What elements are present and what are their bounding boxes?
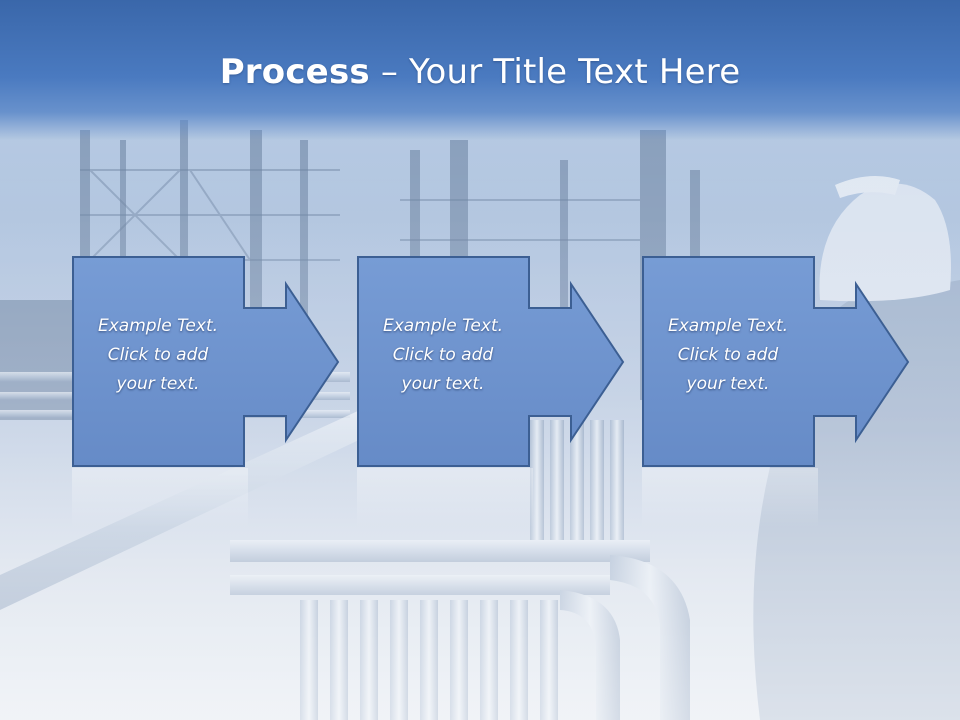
right-arrow-callout-icon bbox=[642, 256, 910, 467]
step-text-3[interactable]: Example Text. Click to add your text. bbox=[642, 312, 814, 399]
process-step-1[interactable]: Example Text. Click to add your text. bbox=[72, 256, 344, 468]
title-banner bbox=[0, 0, 960, 140]
step-1-line-2: Click to add bbox=[107, 345, 209, 365]
right-arrow-callout-icon bbox=[357, 256, 625, 467]
slide-title[interactable]: Process – Your Title Text Here bbox=[0, 52, 960, 92]
step-1-line-1: Example Text. bbox=[97, 316, 219, 336]
step-3-line-1: Example Text. bbox=[667, 316, 789, 336]
process-step-2[interactable]: Example Text. Click to add your text. bbox=[357, 256, 629, 468]
step-2-reflection bbox=[357, 468, 533, 528]
step-2-line-2: Click to add bbox=[392, 345, 494, 365]
right-arrow-callout-icon bbox=[72, 256, 340, 467]
title-bold: Process bbox=[219, 52, 370, 92]
step-text-1[interactable]: Example Text. Click to add your text. bbox=[72, 312, 244, 399]
step-2-line-3: your text. bbox=[401, 374, 485, 394]
step-2-line-1: Example Text. bbox=[382, 316, 504, 336]
step-3-line-3: your text. bbox=[686, 374, 770, 394]
process-step-3[interactable]: Example Text. Click to add your text. bbox=[642, 256, 914, 468]
step-3-reflection bbox=[642, 468, 818, 528]
title-rest: – Your Title Text Here bbox=[369, 52, 741, 92]
step-text-2[interactable]: Example Text. Click to add your text. bbox=[357, 312, 529, 399]
step-1-line-3: your text. bbox=[116, 374, 200, 394]
step-3-line-2: Click to add bbox=[677, 345, 779, 365]
step-1-reflection bbox=[72, 468, 248, 528]
